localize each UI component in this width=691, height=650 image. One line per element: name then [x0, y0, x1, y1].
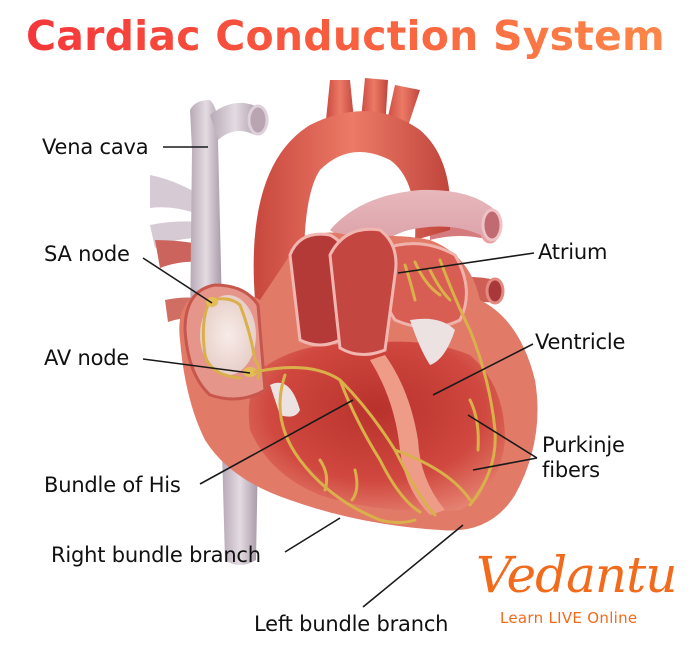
leader-bundle-of-his [199, 399, 354, 485]
brand-tagline: Learn LIVE Online [500, 609, 638, 627]
leader-atrium [397, 252, 535, 274]
vena-cava-vessel [190, 100, 222, 330]
label-left-bundle-branch: Left bundle branch [254, 612, 449, 636]
label-av-node: AV node [44, 346, 130, 370]
leader-av-node [142, 358, 251, 374]
label-bundle-of-his: Bundle of His [44, 473, 181, 497]
leader-lines [142, 146, 538, 608]
label-ventricle: Ventricle [535, 330, 626, 354]
leader-right-bundle-branch [284, 517, 341, 553]
vedantu-logo: Vedantu Learn LIVE Online [472, 546, 677, 635]
brand-name: Vedantu [476, 546, 677, 604]
label-sa-node: SA node [44, 242, 130, 266]
label-purkinje-fibers: Purkinje fibers [542, 433, 625, 483]
label-right-bundle-branch: Right bundle branch [51, 543, 261, 567]
leader-ventricle [432, 343, 534, 396]
label-vena-cava: Vena cava [42, 135, 149, 159]
label-purkinje-line2: fibers [542, 458, 600, 482]
label-atrium: Atrium [538, 240, 608, 264]
leader-left-bundle-branch [362, 524, 464, 608]
leader-purkinje-1 [467, 414, 538, 459]
leader-purkinje-2 [472, 457, 538, 471]
leader-sa-node [142, 257, 213, 304]
label-purkinje-line1: Purkinje [542, 433, 625, 457]
diagram-title: Cardiac Conduction System [0, 8, 691, 64]
ventricle-cavity [248, 341, 505, 511]
conduction-fibers [201, 258, 497, 524]
